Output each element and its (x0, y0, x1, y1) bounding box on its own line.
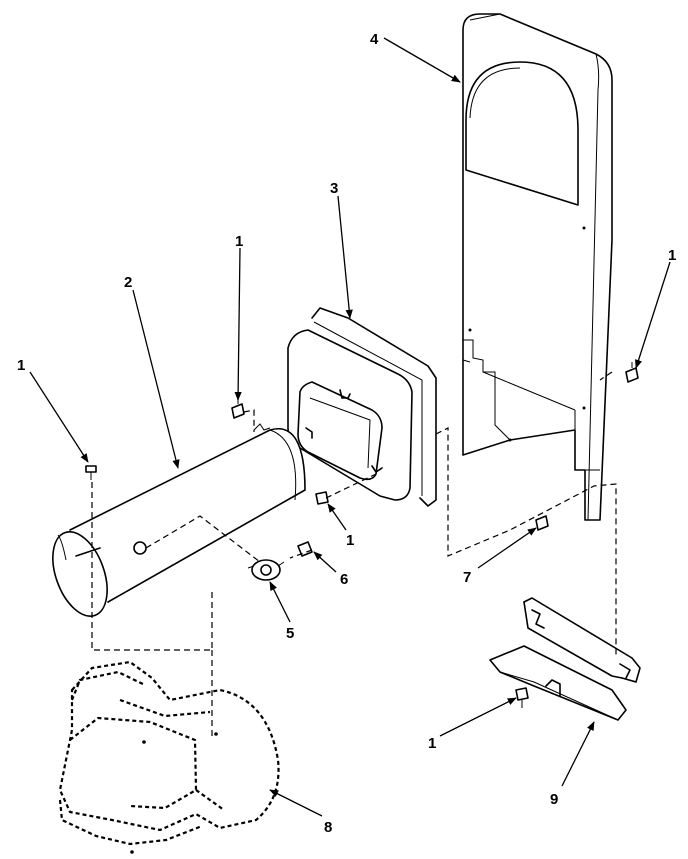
callout-1d: 1 (346, 532, 354, 549)
screw-1a (85, 465, 97, 480)
screw-1b (231, 398, 245, 419)
callout-1b: 1 (235, 233, 243, 250)
blower-housing-part-8 (58, 660, 280, 854)
alignment-lines (91, 371, 617, 740)
callout-labels: 1 2 1 3 4 1 1 6 5 7 1 9 8 (17, 31, 676, 836)
callout-6: 6 (340, 571, 348, 588)
duct-adapter-part-3 (287, 307, 437, 507)
callout-9: 9 (550, 791, 558, 808)
screw-1d (315, 491, 329, 505)
callout-5: 5 (286, 625, 294, 642)
screw-1e (515, 687, 529, 708)
back-panel-part-4 (462, 13, 613, 521)
screw-7 (535, 515, 549, 531)
duct-tube-part-2 (52, 423, 306, 617)
callout-2: 2 (124, 274, 132, 291)
screw-fasteners (85, 362, 639, 708)
leader-lines (29, 37, 671, 817)
screw-6 (297, 541, 313, 557)
callout-4: 4 (370, 31, 379, 48)
screw-1c (625, 362, 639, 383)
callout-8: 8 (324, 819, 332, 836)
callout-1e: 1 (428, 735, 436, 752)
thermostat-part-5 (247, 559, 285, 581)
callout-1a: 1 (17, 357, 25, 374)
callout-7: 7 (463, 569, 471, 586)
callout-1c: 1 (668, 247, 676, 264)
callout-3: 3 (330, 180, 338, 197)
mounting-bracket-part-9 (489, 597, 641, 721)
